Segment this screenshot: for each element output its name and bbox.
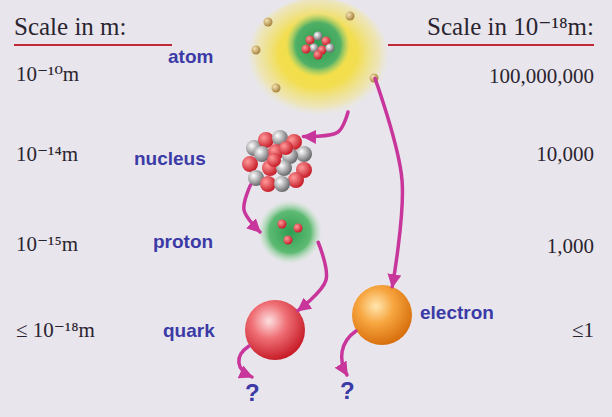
decay-arrow — [375, 79, 402, 287]
unknown-mark: ? — [340, 377, 355, 406]
decay-arrow — [244, 185, 260, 232]
column-heading: Scale in 10⁻¹⁸m: — [427, 12, 594, 42]
scale-value: 1,000 — [547, 234, 594, 259]
atom-illustration — [246, 0, 390, 122]
electron-node: electron — [352, 285, 412, 345]
scale-value: 10⁻¹⁰m — [16, 62, 79, 87]
quark-sphere — [245, 300, 305, 360]
scale-value: ≤1 — [572, 318, 594, 343]
scale-value: ≤ 10⁻¹⁸m — [16, 318, 95, 343]
particle-label: atom — [168, 46, 213, 69]
particle-label: nucleus — [134, 148, 206, 171]
scale-value: 10⁻¹⁴m — [16, 142, 78, 167]
proton-node: proton — [260, 202, 320, 262]
particle-label: quark — [163, 320, 215, 343]
proton-illustration — [258, 200, 322, 264]
unknown-mark: ? — [245, 379, 260, 408]
electron-sphere — [352, 285, 412, 345]
particle-label: proton — [153, 231, 213, 254]
question-arrow — [239, 331, 356, 377]
decay-arrow — [303, 112, 348, 137]
nucleus-illustration — [242, 130, 312, 192]
scale-value: 10,000 — [536, 142, 594, 167]
scale-value: 10⁻¹⁵m — [16, 232, 78, 257]
scale-value: 100,000,000 — [489, 64, 594, 89]
column-heading: Scale in m: — [14, 12, 126, 42]
nucleus-node: nucleus — [242, 126, 314, 198]
decay-arrow — [298, 242, 327, 310]
quark-node: quark — [245, 300, 305, 360]
particle-label: electron — [420, 302, 494, 325]
atom-node: atom — [258, 0, 378, 120]
